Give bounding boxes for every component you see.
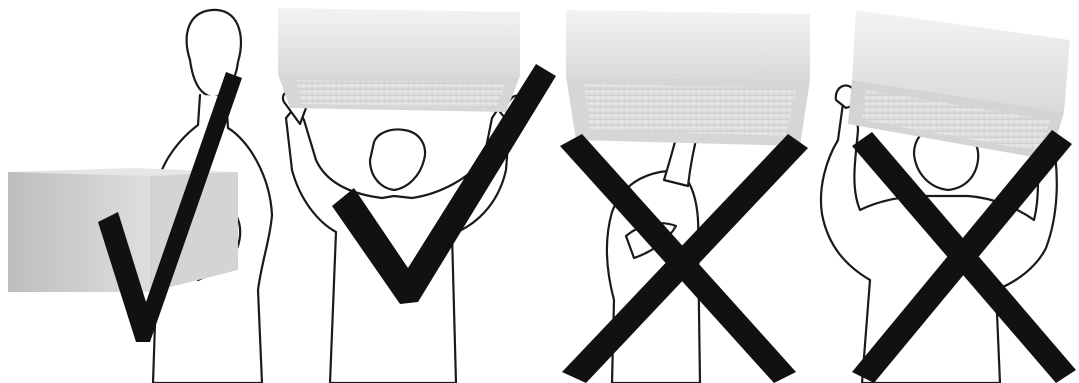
ceiling-light-fixture (566, 10, 810, 146)
person-figure (283, 92, 520, 383)
panel-carry-on-head (821, 10, 1076, 383)
panel-carry-overhead-arms-straight (278, 8, 556, 383)
panel-carry-overhead-one-hand (560, 10, 810, 383)
panel-carry-waist (8, 10, 272, 383)
ceiling-light-fixture (278, 8, 520, 112)
ceiling-light-fixture (848, 10, 1070, 160)
